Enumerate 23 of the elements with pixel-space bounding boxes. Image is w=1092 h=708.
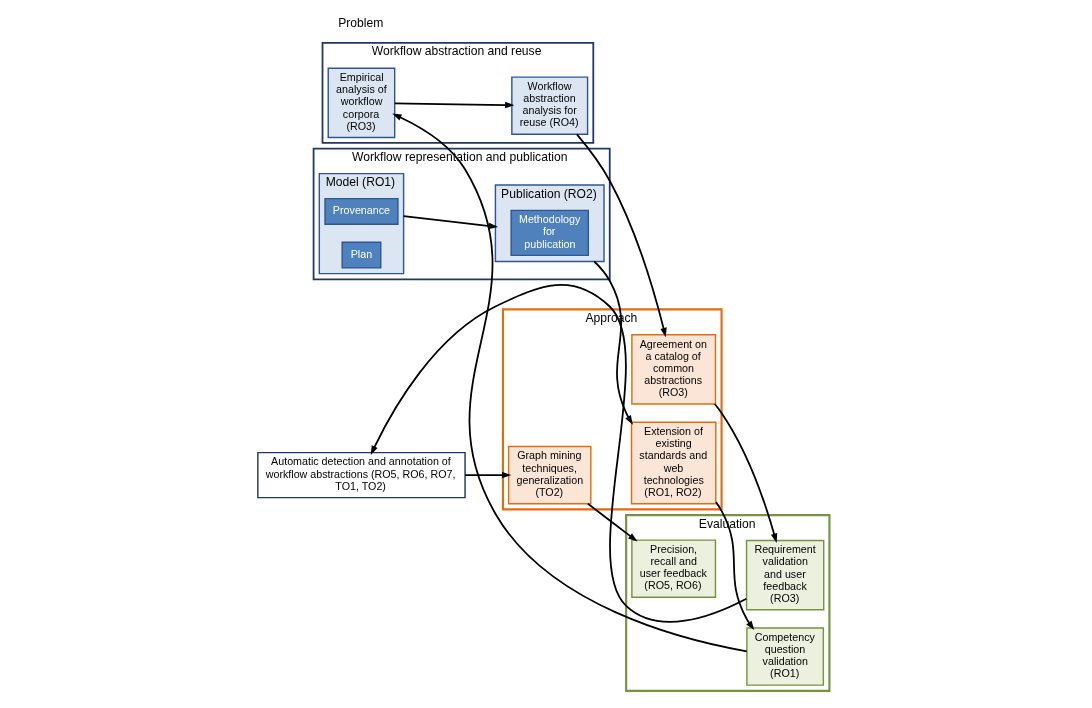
node-box: Graph mining techniques, generalization (TO2)	[507, 445, 591, 505]
node-box: Competency question validation (RO1)	[745, 627, 824, 686]
node-box: Precision, recall and user feedback (RO5, RO6)	[630, 539, 716, 598]
arrow	[463, 471, 511, 479]
arrow	[592, 260, 633, 425]
arrow	[391, 113, 748, 653]
arrow	[575, 133, 667, 338]
node-box: Empirical analysis of workflow corpora (RO3)	[327, 67, 395, 139]
arrow	[402, 215, 498, 230]
label: Problem	[337, 16, 383, 31]
node-box: Methodology for publication	[509, 209, 589, 257]
arrow	[714, 501, 754, 631]
node-box: Provenance	[323, 197, 399, 226]
arrow	[586, 502, 637, 542]
arrow	[713, 403, 777, 543]
arrow	[370, 284, 747, 623]
node-box: Automatic detection and annotation of workflow abstractions (RO5, RO6, RO7, TO1, TO2)	[256, 451, 466, 499]
node-box: Plan	[340, 241, 381, 269]
node-box: Requirement validation and user feedback (RO3)	[745, 539, 824, 611]
node-box: Workflow abstraction analysis for reuse (RO4)	[510, 76, 588, 135]
node-box: Extension of existing standards and web technologies (RO1, RO2)	[630, 421, 717, 505]
arrow	[393, 101, 514, 109]
node-box: Agreement on a catalog of common abstractions (RO3)	[630, 334, 716, 405]
